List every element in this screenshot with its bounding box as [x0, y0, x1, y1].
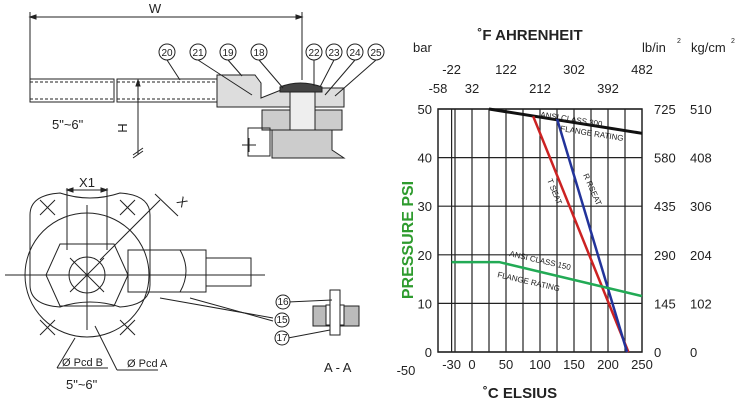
fahrenheit-tick-label: 122 — [495, 62, 517, 77]
chart-series — [451, 107, 643, 353]
psi-unit-label: lb/in — [642, 40, 666, 55]
balloon-text: 16 — [277, 297, 289, 308]
balloon-text: 24 — [349, 48, 361, 59]
fahrenheit-tick-label: -58 — [429, 81, 448, 96]
handle-side-view — [28, 12, 346, 159]
x-axis-title: ˚C ELSIUS — [483, 385, 557, 402]
balloon-text: 20 — [161, 48, 173, 59]
y-tick-label-bar: 20 — [418, 248, 432, 263]
balloon-17 — [274, 330, 290, 346]
y-tick-label-bar: 0 — [425, 345, 432, 360]
left-unit-label: bar — [413, 40, 432, 55]
balloon-16 — [275, 294, 291, 310]
balloon-15 — [274, 312, 290, 328]
kg-unit-label: kg/cm — [691, 40, 726, 55]
x-tick-label: 200 — [597, 357, 619, 372]
y-tick-label-bar: 40 — [418, 151, 432, 166]
y-tick-label-psi: 145 — [654, 296, 676, 311]
fahrenheit-tick-label: 212 — [529, 81, 551, 96]
section-label: A - A — [324, 360, 352, 375]
y-tick-label-kg: 510 — [690, 102, 712, 117]
dim-x1-label: X1 — [79, 175, 95, 190]
balloon-text: 17 — [276, 333, 288, 344]
y-tick-label-psi: 435 — [654, 199, 676, 214]
fahrenheit-tick-label: 392 — [597, 81, 619, 96]
y-tick-label-kg: 408 — [690, 151, 712, 166]
y-tick-label-kg: 204 — [690, 248, 712, 263]
dim-h-label: H — [115, 123, 130, 132]
fahrenheit-tick-label: 482 — [631, 62, 653, 77]
balloon-text: 25 — [370, 48, 382, 59]
y-axis-title: PRESSURE PSI — [400, 181, 417, 299]
balloons-top — [158, 43, 385, 97]
y-tick-label-bar: 30 — [418, 199, 432, 214]
dim-x-label: X — [174, 194, 191, 211]
fahrenheit-tick-label: 32 — [465, 81, 479, 96]
x-tick-label: -30 — [442, 357, 461, 372]
y-tick-label-psi: 725 — [654, 102, 676, 117]
y-tick-label-kg: 306 — [690, 199, 712, 214]
pcd-a-label: Ø Pcd A — [127, 358, 168, 370]
fahrenheit-tick-label: 302 — [563, 62, 585, 77]
y-tick-label-kg: 102 — [690, 296, 712, 311]
y-tick-label-bar: 10 — [418, 296, 432, 311]
x-extra-label: -50 — [397, 363, 416, 378]
size-label-top: 5"~6" — [52, 117, 84, 132]
kg-unit-superscript: 2 — [731, 38, 735, 45]
y-tick-label-psi: 580 — [654, 151, 676, 166]
series-line — [532, 115, 630, 353]
balloon-text: 23 — [328, 48, 340, 59]
handle-tube-left — [29, 78, 115, 103]
handle-top-view — [5, 187, 360, 371]
series-line — [451, 260, 643, 298]
series-line — [488, 107, 643, 135]
balloon-text: 18 — [253, 48, 265, 59]
psi-unit-superscript: 2 — [677, 38, 681, 45]
balloon-text: 19 — [222, 48, 234, 59]
balloons-section — [274, 294, 291, 346]
y-tick-label-psi: 290 — [654, 248, 676, 263]
fahrenheit-tick-label: -22 — [442, 62, 461, 77]
series-line — [555, 118, 629, 353]
y-tick-label-bar: 50 — [418, 102, 432, 117]
dim-w-label: W — [149, 1, 162, 16]
balloon-text: 21 — [192, 48, 204, 59]
annotation-rseat: R RSEAT — [581, 172, 603, 207]
y-tick-label-psi: 0 — [654, 345, 661, 360]
x-tick-label: 150 — [563, 357, 585, 372]
balloon-text: 15 — [276, 315, 288, 326]
x-tick-label: 0 — [468, 357, 475, 372]
pcd-b-label: Ø Pcd B — [62, 357, 103, 369]
chart-title: ˚F AHRENHEIT — [477, 27, 582, 44]
balloon-text: 22 — [308, 48, 320, 59]
size-label-bottom: 5"~6" — [66, 377, 98, 392]
x-tick-label: 100 — [529, 357, 551, 372]
x-tick-label: 250 — [631, 357, 653, 372]
y-tick-label-kg: 0 — [690, 345, 697, 360]
chart-grid — [437, 108, 643, 353]
x-tick-label: 50 — [499, 357, 513, 372]
